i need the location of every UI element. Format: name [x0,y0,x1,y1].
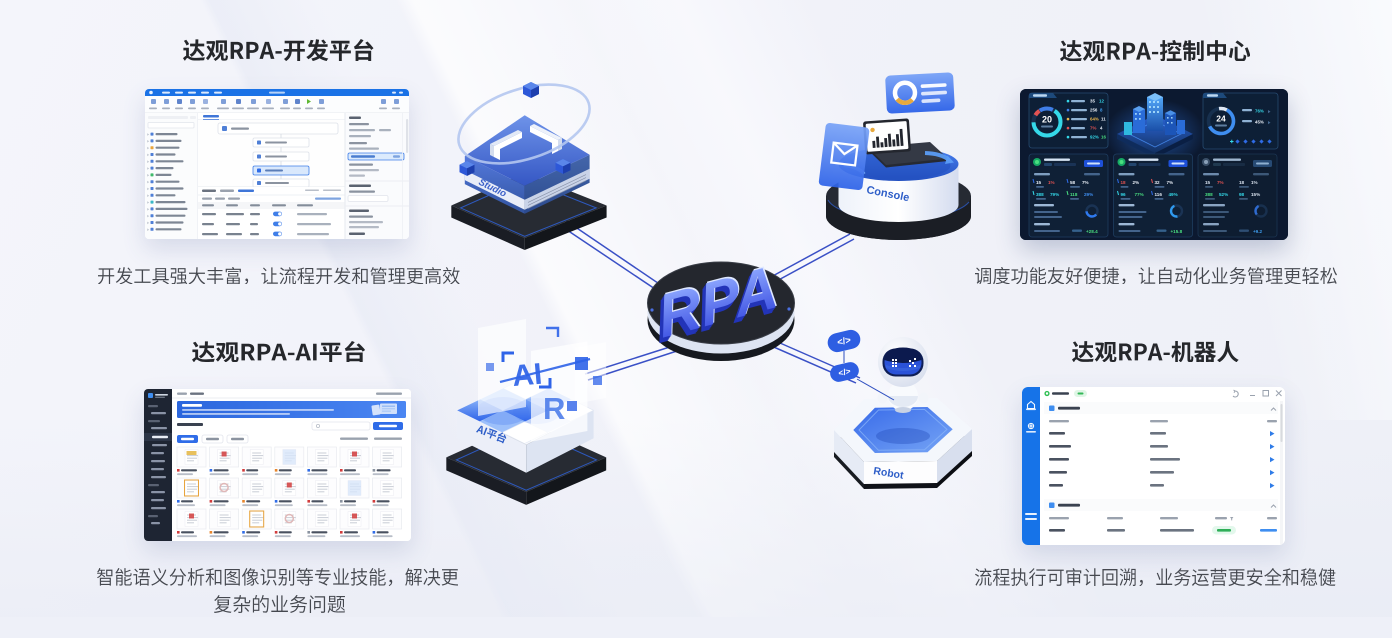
svg-text:+15.8: +15.8 [1171,229,1183,234]
svg-text:58: 58 [1070,180,1076,185]
svg-text:15: 15 [1036,180,1042,185]
svg-text:18: 18 [1239,180,1245,185]
svg-text:15%: 15% [1251,192,1260,197]
svg-text:</>: </> [836,335,852,349]
svg-text:32: 32 [1155,180,1161,185]
svg-text:7%: 7% [1167,180,1174,185]
svg-text:2%: 2% [1133,180,1140,185]
svg-text:+28.4: +28.4 [1086,229,1098,234]
svg-text:+9.2: +9.2 [1253,229,1263,234]
svg-text:98: 98 [1239,192,1245,197]
svg-text:</>: </> [837,366,851,379]
svg-text:35: 35 [1090,98,1095,103]
svg-text:45%: 45% [1255,119,1264,124]
svg-text:1%: 1% [1251,180,1258,185]
svg-text:Robot: Robot [873,465,905,482]
svg-text:7%: 7% [1217,180,1224,185]
svg-text:76%: 76% [1255,108,1264,113]
svg-text:256: 256 [1090,107,1098,112]
svg-text:29%: 29% [1084,192,1093,197]
svg-text:1%: 1% [1048,180,1055,185]
svg-text:118: 118 [1070,192,1078,197]
svg-text:77%: 77% [1135,192,1144,197]
svg-text:92%: 92% [1090,134,1099,139]
svg-text:15: 15 [1205,180,1211,185]
svg-text:4: 4 [1100,125,1103,130]
svg-text:R: R [543,391,565,426]
svg-text:96: 96 [1121,192,1127,197]
svg-text:388: 388 [1036,192,1044,197]
svg-text:7%: 7% [1082,180,1089,185]
svg-text:18: 18 [1121,180,1127,185]
svg-text:79%: 79% [1050,192,1059,197]
svg-text:7%: 7% [1090,125,1096,130]
svg-text:20: 20 [1042,115,1052,125]
svg-text:AI: AI [511,358,544,393]
svg-text:12: 12 [1099,98,1104,103]
svg-text:8: 8 [1100,107,1103,112]
svg-text:52%: 52% [1219,192,1228,197]
svg-text:388: 388 [1205,192,1213,197]
svg-text:64%: 64% [1090,116,1099,121]
svg-text:49%: 49% [1169,192,1178,197]
svg-text:24: 24 [1216,114,1226,124]
svg-text:11: 11 [1101,116,1106,121]
svg-text:116: 116 [1155,192,1163,197]
svg-text:16: 16 [1101,134,1106,139]
